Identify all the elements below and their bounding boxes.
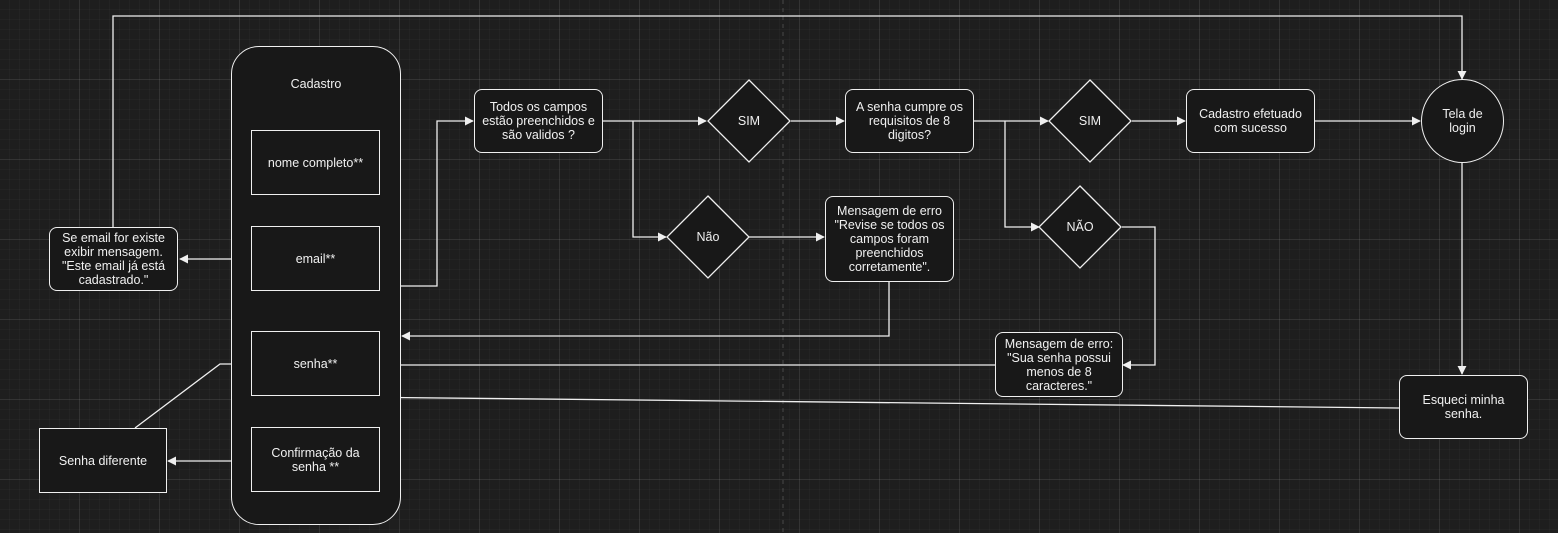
check-senha-text: A senha cumpre os requisitos de 8 digito… [855, 100, 963, 142]
tela-login-circle: Tela de login [1421, 79, 1504, 163]
erro-campos-text: Mensagem de erro "Revise se todos os cam… [834, 204, 945, 274]
field-email: email** [251, 226, 380, 291]
erro-senha-text: Mensagem de erro: "Sua senha possui meno… [1004, 336, 1114, 393]
decision-nao-1-label: Não [696, 230, 720, 244]
check-senha-box: A senha cumpre os requisitos de 8 digito… [845, 89, 974, 153]
field-confirmacao: Confirmação da senha ** [251, 427, 380, 492]
senha-diferente-box: Senha diferente [39, 428, 167, 493]
cadastro-sucesso-box: Cadastro efetuado com sucesso [1186, 89, 1315, 153]
cadastro-title: Cadastro [290, 77, 342, 91]
decision-sim-2 [1048, 79, 1132, 163]
edge-checksenha-nao2 [1004, 121, 1040, 232]
field-confirmacao-label: Confirmação da senha ** [271, 445, 360, 474]
email-exists-message: Se email for existe exibir mensagem. "Es… [49, 227, 178, 291]
field-senha-label: senha** [293, 356, 338, 371]
decision-nao-2 [1038, 185, 1122, 269]
field-nome-completo: nome completo** [251, 130, 380, 195]
decision-sim-1-label: SIM [737, 114, 761, 128]
esqueci-senha-box: Esqueci minha senha. [1399, 375, 1528, 439]
decision-nao-2-label: NÃO [1066, 220, 1094, 234]
email-exists-text: Se email for existe exibir mensagem. "Es… [61, 231, 166, 287]
edge-exists-login [112, 15, 1467, 228]
edge-nao2-errosenha [1122, 226, 1156, 370]
decision-nao-1 [666, 195, 750, 279]
edge-check-nao1 [632, 121, 667, 242]
field-nome-label: nome completo** [267, 155, 364, 170]
erro-senha-box: Mensagem de erro: "Sua senha possui meno… [995, 332, 1123, 397]
field-email-label: email** [295, 251, 336, 266]
edge-erro-cadastro [401, 282, 890, 341]
check-campos-box: Todos os campos estão preenchidos e são … [474, 89, 603, 153]
esqueci-senha-text: Esqueci minha senha. [1422, 393, 1505, 421]
senha-diferente-text: Senha diferente [58, 453, 148, 468]
check-campos-text: Todos os campos estão preenchidos e são … [482, 100, 595, 142]
edge-esqueci-senha [347, 392, 1400, 409]
decision-sim-2-label: SIM [1078, 114, 1102, 128]
decision-sim-1 [707, 79, 791, 163]
tela-login-text: Tela de login [1442, 107, 1483, 135]
erro-campos-box: Mensagem de erro "Revise se todos os cam… [825, 196, 954, 282]
field-senha: senha** [251, 331, 380, 396]
edge-cadastro-check [400, 116, 474, 287]
cadastro-sucesso-text: Cadastro efetuado com sucesso [1199, 107, 1302, 135]
